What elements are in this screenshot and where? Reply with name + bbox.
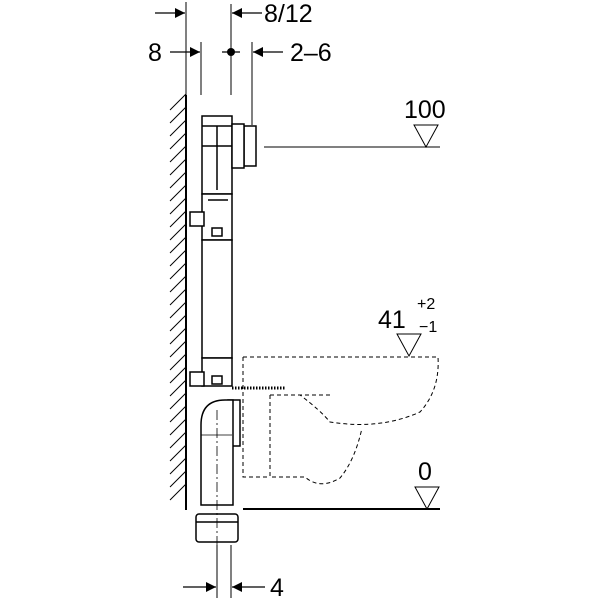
hatch-line — [169, 431, 187, 449]
hatch-line — [169, 262, 187, 280]
hatch-line — [169, 444, 187, 462]
hatch-line — [169, 483, 187, 501]
dim-wall-gap: 8 — [148, 39, 162, 67]
hatch-line — [169, 353, 187, 371]
level-100: 100 — [264, 96, 446, 149]
level-100-label: 100 — [404, 96, 446, 124]
hatch-line — [169, 327, 187, 345]
level-41-tol-minus: −1 — [419, 319, 437, 336]
dimension-arrows — [155, 8, 283, 592]
hatch-line — [169, 171, 187, 189]
hatch-line — [169, 106, 187, 124]
level-41: 41 +2 −1 — [378, 296, 437, 358]
hatch-line — [169, 288, 187, 306]
hatch-line — [169, 236, 187, 254]
hatch-line — [169, 93, 187, 111]
hatch-line — [169, 145, 187, 163]
dim-top-offset: 8/12 — [264, 0, 313, 28]
dim-valve-offset: 2–6 — [290, 39, 332, 67]
hatch-line — [169, 275, 187, 293]
hatch-line — [169, 418, 187, 436]
hatch-line — [169, 184, 187, 202]
hatch-line — [169, 340, 187, 358]
dim-pipe-offset: 4 — [270, 574, 284, 600]
level-0: 0 — [243, 458, 440, 511]
hatch-line — [169, 210, 187, 228]
level-41-tol-plus: +2 — [417, 296, 435, 313]
hatch-line — [169, 457, 187, 475]
level-0-label: 0 — [418, 458, 432, 486]
hatch-line — [169, 470, 187, 488]
hatch-line — [169, 301, 187, 319]
hatch-line — [169, 366, 187, 384]
hatch-line — [169, 314, 187, 332]
cistern-frame — [189, 115, 286, 580]
hatch-line — [169, 249, 187, 267]
wc-bowl-outline — [242, 356, 439, 485]
extension-lines — [185, 2, 253, 598]
hatch-line — [169, 132, 187, 150]
hatch-line — [169, 223, 187, 241]
centerline-dot — [227, 48, 235, 56]
hatch-line — [169, 379, 187, 397]
wall — [169, 93, 187, 510]
level-41-label: 41 — [378, 306, 406, 334]
hatch-line — [169, 392, 187, 410]
hatch-line — [169, 405, 187, 423]
hatch-line — [169, 197, 187, 215]
hatch-line — [169, 158, 187, 176]
hatch-line — [169, 119, 187, 137]
